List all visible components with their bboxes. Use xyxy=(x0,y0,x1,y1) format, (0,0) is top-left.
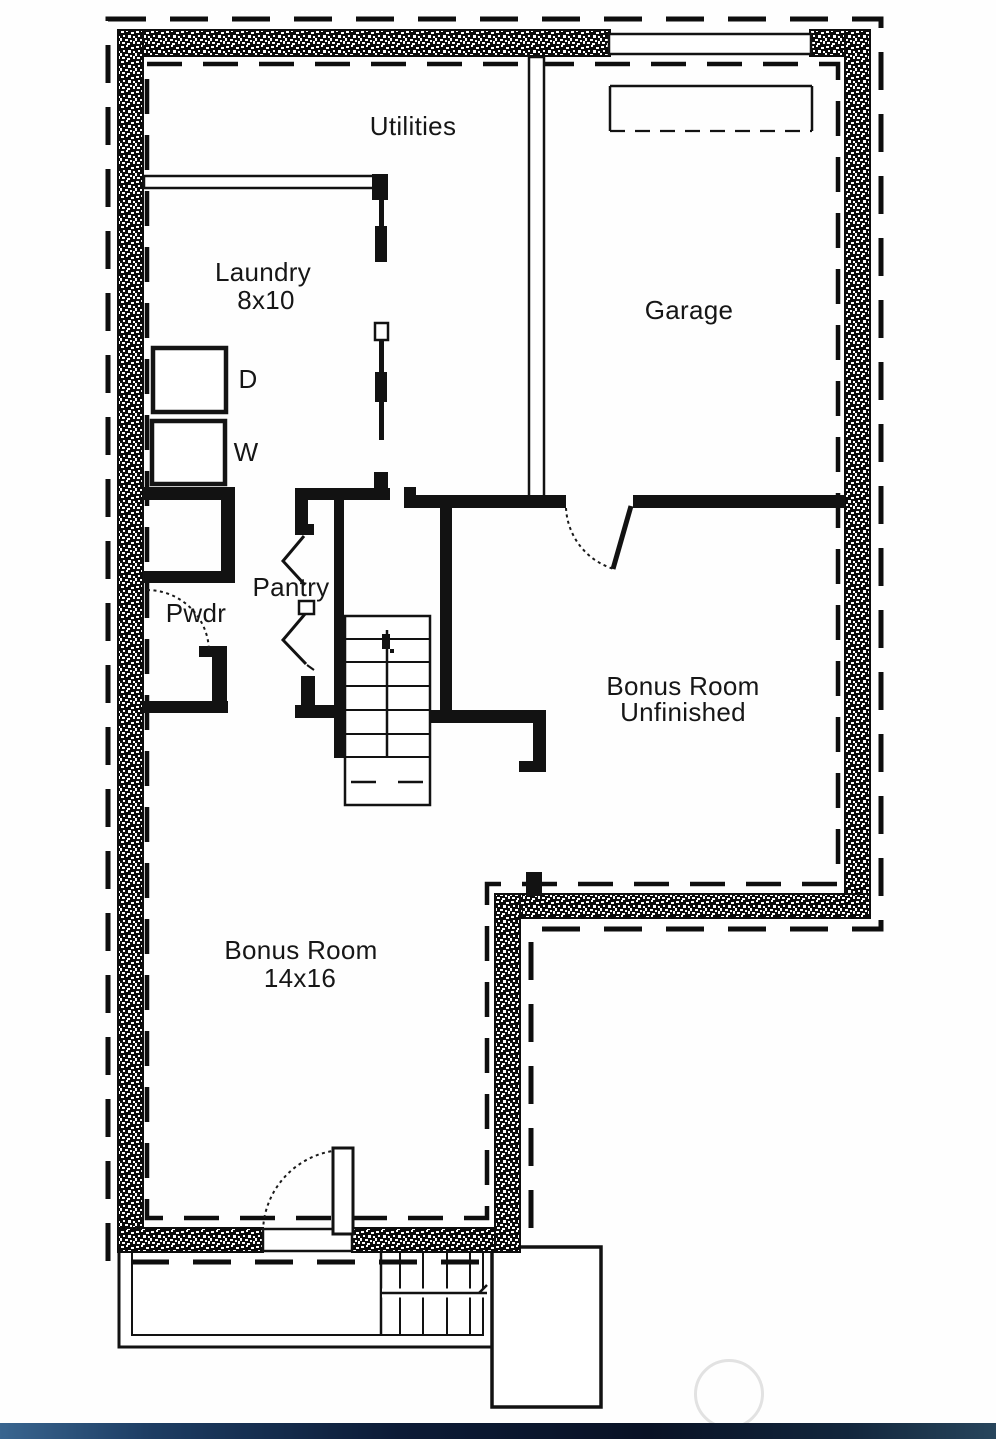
wall-stub-notch xyxy=(526,872,542,896)
appliances xyxy=(149,345,229,487)
appliance-label-washer: W xyxy=(233,437,259,467)
pantry-bifold-lower xyxy=(280,613,308,666)
outer-dashed-outline xyxy=(105,16,884,1265)
room-label-powder: Pwdr xyxy=(165,598,227,628)
powder-door xyxy=(146,589,210,653)
washer-box xyxy=(149,418,228,487)
stair-direction-mark xyxy=(382,634,390,649)
concrete-pad xyxy=(490,1245,603,1409)
inner-dashed-outline xyxy=(144,61,841,1221)
room-label-bonus-14x16: Bonus Room xyxy=(224,935,378,965)
porch-deck xyxy=(117,1248,494,1349)
garage-entry-door xyxy=(565,505,634,570)
garage-bonus-wall xyxy=(404,487,845,508)
pantry-bifold-upper xyxy=(281,535,307,587)
room-label-pantry: Pantry xyxy=(252,572,330,602)
laundry-wall xyxy=(142,174,376,190)
stair-walls xyxy=(334,497,546,772)
stairs-main xyxy=(343,614,432,807)
appliance-label-dryer: D xyxy=(238,364,258,394)
footer-bar xyxy=(0,1423,996,1439)
exterior-walls xyxy=(117,29,871,1253)
room-label-laundry: Laundry xyxy=(214,257,312,287)
entry-door-opening xyxy=(261,1227,354,1253)
room-label-bonus-unfinished: Bonus Room xyxy=(606,671,760,701)
room-label-utilities: Utilities xyxy=(369,111,457,141)
garage-partition-wall xyxy=(527,55,546,499)
powder-room-walls xyxy=(143,487,235,713)
garage-door xyxy=(607,32,814,133)
interior-walls xyxy=(142,55,845,772)
bonus-room-entry-door xyxy=(262,1146,355,1236)
room-size-bonus-14x16: 14x16 xyxy=(263,963,337,993)
room-label-garage: Garage xyxy=(644,295,734,325)
watermark-circle xyxy=(694,1359,764,1429)
room-sublabel-bonus-unfinished: Unfinished xyxy=(620,697,746,727)
dryer-box xyxy=(150,345,229,415)
porch-stairs xyxy=(382,1252,488,1335)
room-size-laundry: 8x10 xyxy=(237,285,295,315)
